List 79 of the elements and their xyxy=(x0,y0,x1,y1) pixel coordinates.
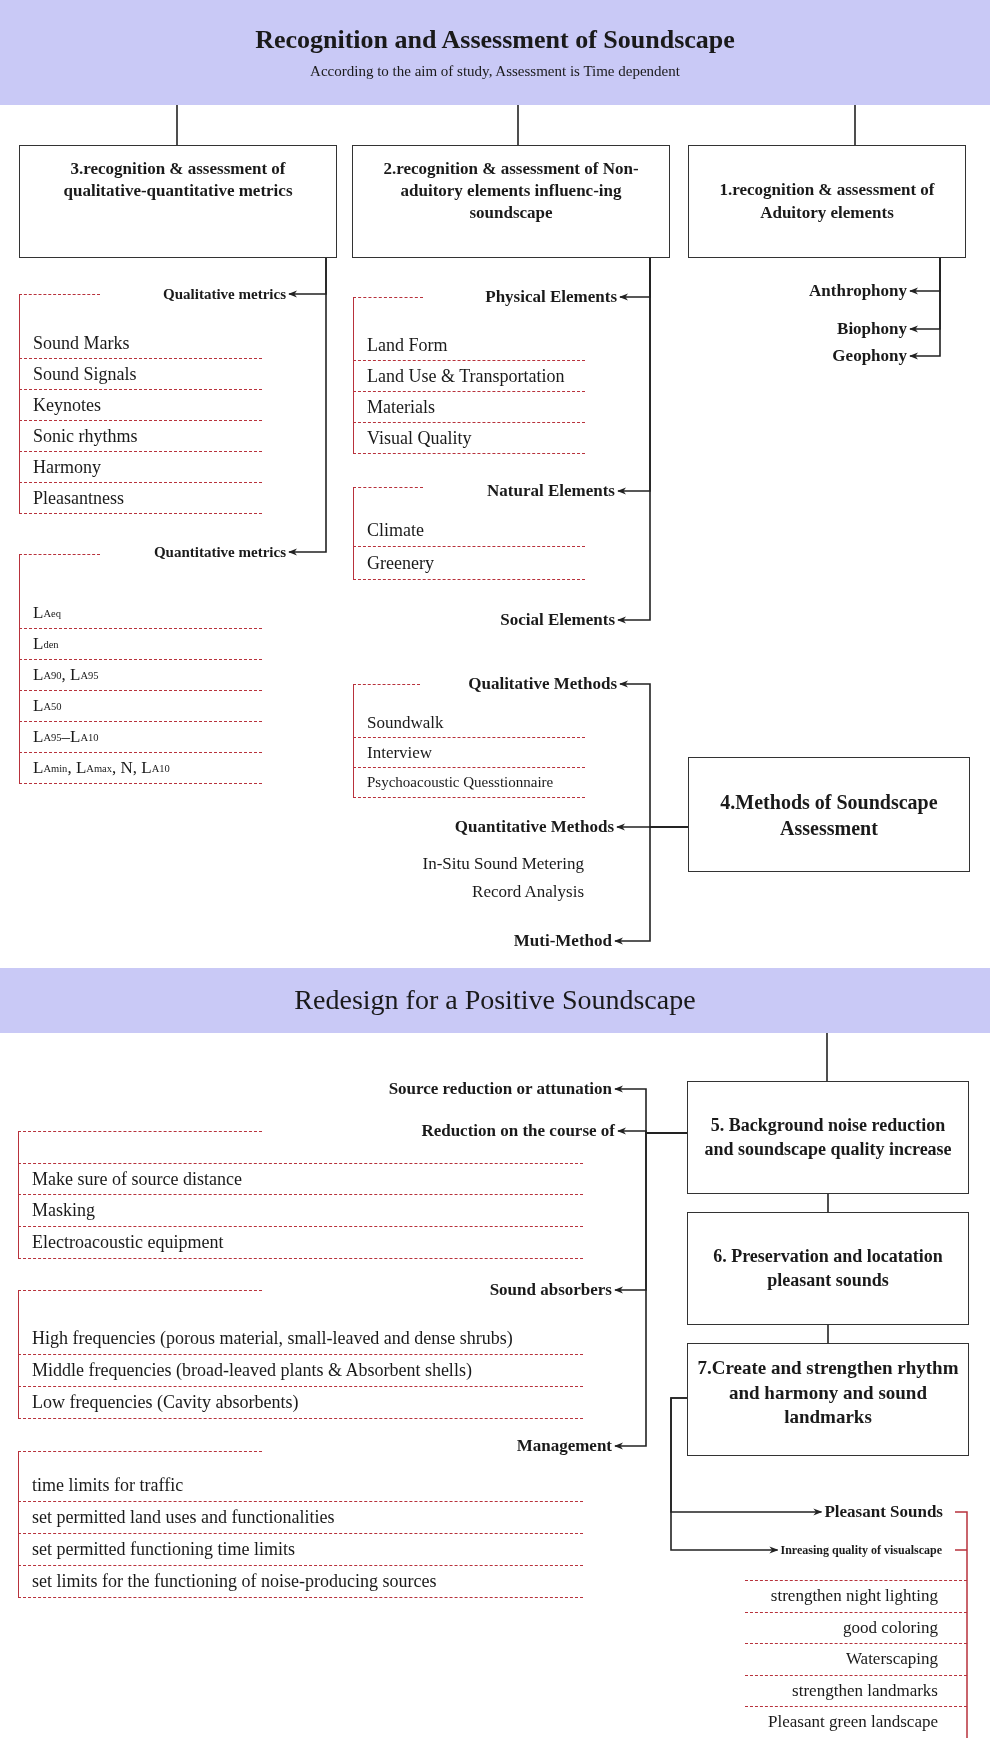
branch-label: Natural Elements xyxy=(487,480,615,502)
arrow xyxy=(288,257,327,556)
connector-line xyxy=(826,1032,828,1082)
method-item: In-Situ Sound Metering xyxy=(422,854,584,875)
box-title: 7.Create and strengthen rhythm and harmony and sound landmarks xyxy=(696,1356,960,1430)
list-item: Land Form xyxy=(353,330,585,361)
header-band xyxy=(0,968,990,1033)
list-item: Harmony xyxy=(19,452,262,483)
list-item: Sound Signals xyxy=(19,359,262,390)
list-item: High frequencies (porous material, small-leaved and dense shrubs) xyxy=(18,1323,583,1355)
header-band xyxy=(0,0,990,105)
branch-label: Inreasing quality of visualscape xyxy=(780,1542,942,1558)
branch-label: Qualitative Methods xyxy=(468,673,617,695)
branch-label: Qualitative metrics xyxy=(163,285,286,303)
list-item: set permitted functioning time limits xyxy=(18,1534,583,1566)
list-item: Waterscaping xyxy=(745,1643,967,1675)
branch-label: Sound absorbers xyxy=(489,1279,612,1301)
box-title: 6. Preservation and locatation pleasant sounds xyxy=(712,1245,944,1292)
connector-line xyxy=(176,104,178,146)
arrow xyxy=(617,257,651,624)
list-item: Greenery xyxy=(353,547,585,580)
branch-label: Biophony xyxy=(837,318,907,340)
list-item: Climate xyxy=(353,514,585,547)
arrow xyxy=(909,257,941,360)
list-item: set limits for the functioning of noise-producing sources xyxy=(18,1566,583,1598)
list-item: strengthen landmarks xyxy=(745,1674,967,1706)
box-title: 4.Methods of Soundscape Assessment xyxy=(719,789,939,841)
list-item: Psychoacoustic Quesstionnaire xyxy=(353,768,585,798)
branch-label: Anthrophony xyxy=(809,280,907,302)
list-item: strengthen night lighting xyxy=(745,1580,967,1612)
branch-label: Muti-Method xyxy=(513,930,612,952)
box-title: 1.recognition & assessment of Aduitory elements xyxy=(718,179,936,224)
connector-line xyxy=(517,104,519,146)
list-item: good coloring xyxy=(745,1611,967,1643)
list-item: Electroacoustic equipment xyxy=(18,1227,583,1259)
connector-line xyxy=(827,1324,829,1344)
arrow xyxy=(670,1397,779,1554)
list-item: Masking xyxy=(18,1195,583,1227)
branch-label: Physical Elements xyxy=(485,286,617,308)
list-item: set permitted land uses and functionalities xyxy=(18,1502,583,1534)
arrow xyxy=(614,826,689,945)
band-subtitle: According to the aim of study, Assessment is Time dependent xyxy=(310,62,680,81)
list-item: Keynotes xyxy=(19,390,262,421)
process-box xyxy=(687,1081,969,1194)
connector-line xyxy=(854,104,856,146)
branch-label: Social Elements xyxy=(500,609,615,631)
connector-line xyxy=(827,1193,829,1213)
branch-label: Source reduction or attunation xyxy=(388,1078,612,1100)
list-item: Visual Quality xyxy=(353,423,585,454)
process-box xyxy=(688,757,970,872)
list-item: Middle frequencies (broad-leaved plants & Absorbent shells) xyxy=(18,1355,583,1387)
branch-label: Quantitative Methods xyxy=(454,816,614,838)
process-box xyxy=(687,1212,969,1325)
branch-label: Pleasant Sounds xyxy=(824,1501,943,1523)
process-box xyxy=(352,145,670,258)
process-box xyxy=(19,145,337,258)
method-item: Record Analysis xyxy=(472,882,584,903)
process-box xyxy=(687,1343,969,1456)
list-item: Make sure of source distance xyxy=(18,1163,583,1195)
branch-label: Reduction on the course of xyxy=(421,1120,615,1142)
list-item: Low frequencies (Cavity absorbents) xyxy=(18,1387,583,1419)
list-item: Land Use & Transportation xyxy=(353,361,585,392)
list-item: Sound Marks xyxy=(19,328,262,359)
process-box xyxy=(688,145,966,258)
box-title: 2.recognition & assessment of Non-aduitory elements influenc-ing soundscape xyxy=(382,158,640,225)
band-title: Recognition and Assessment of Soundscape xyxy=(255,24,735,55)
branch-label: Quantitative metrics xyxy=(153,543,286,561)
box-title: 3.recognition & assessment of qualitative-quantitative metrics xyxy=(62,158,294,203)
branch-label: Management xyxy=(516,1435,612,1457)
box-title: 5. Background noise reduction and soundscape quality increase xyxy=(703,1114,953,1161)
list-item: Interview xyxy=(353,738,585,768)
list-item: Sonic rhythms xyxy=(19,421,262,452)
list-item: Pleasant green landscape xyxy=(745,1706,967,1738)
list-item: Pleasantness xyxy=(19,483,262,514)
list-item: Soundwalk xyxy=(353,708,585,738)
branch-label: Geophony xyxy=(832,345,907,367)
list-item: Materials xyxy=(353,392,585,423)
band-title: Redesign for a Positive Soundscape xyxy=(294,984,696,1017)
list-item: time limits for traffic xyxy=(18,1470,583,1502)
